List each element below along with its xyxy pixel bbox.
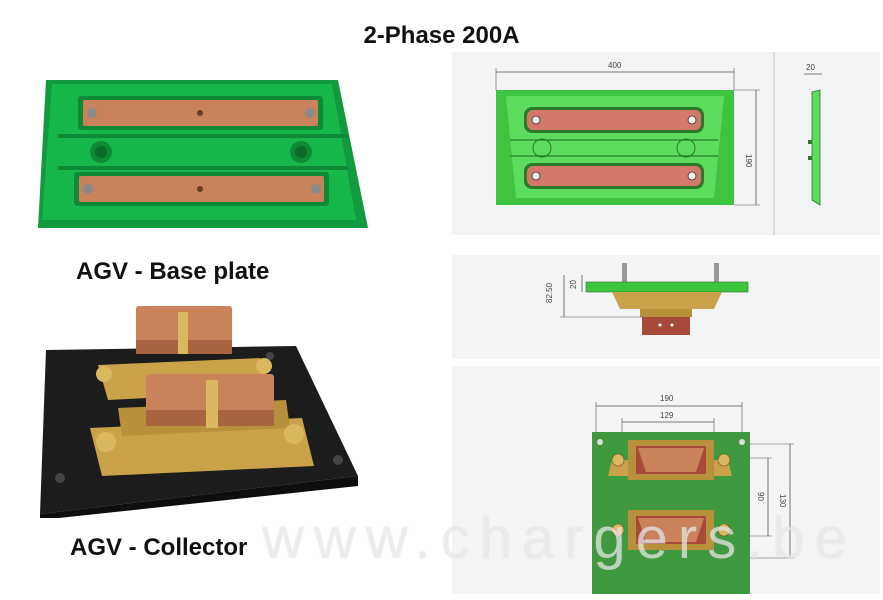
base-plate-caption: AGV - Base plate — [76, 258, 270, 285]
dim-side-b-label: 20 — [569, 280, 578, 289]
base-plate-drawing: 400 190 20 — [452, 52, 880, 235]
dim-b-label: 130 — [778, 494, 787, 508]
collector-top-drawing: 190 129 90 130 — [452, 366, 880, 594]
dim-side-a-label: 82.50 — [545, 282, 554, 303]
dim-height-label: 190 — [744, 154, 753, 168]
dim-outer-label: 190 — [660, 394, 674, 403]
page-title: 2-Phase 200A — [363, 22, 520, 49]
collector-side-drawing: 82.50 20 — [452, 255, 880, 359]
dim-a-label: 90 — [756, 492, 765, 501]
dim-width-label: 400 — [608, 61, 622, 70]
collector-photo — [38, 300, 358, 520]
base-plate-photo — [38, 70, 368, 235]
collector-caption: AGV - Collector — [70, 534, 248, 561]
watermark-text: www.chargers.be — [262, 506, 857, 571]
dim-inner-label: 129 — [660, 411, 674, 420]
dim-thickness-label: 20 — [806, 63, 815, 72]
